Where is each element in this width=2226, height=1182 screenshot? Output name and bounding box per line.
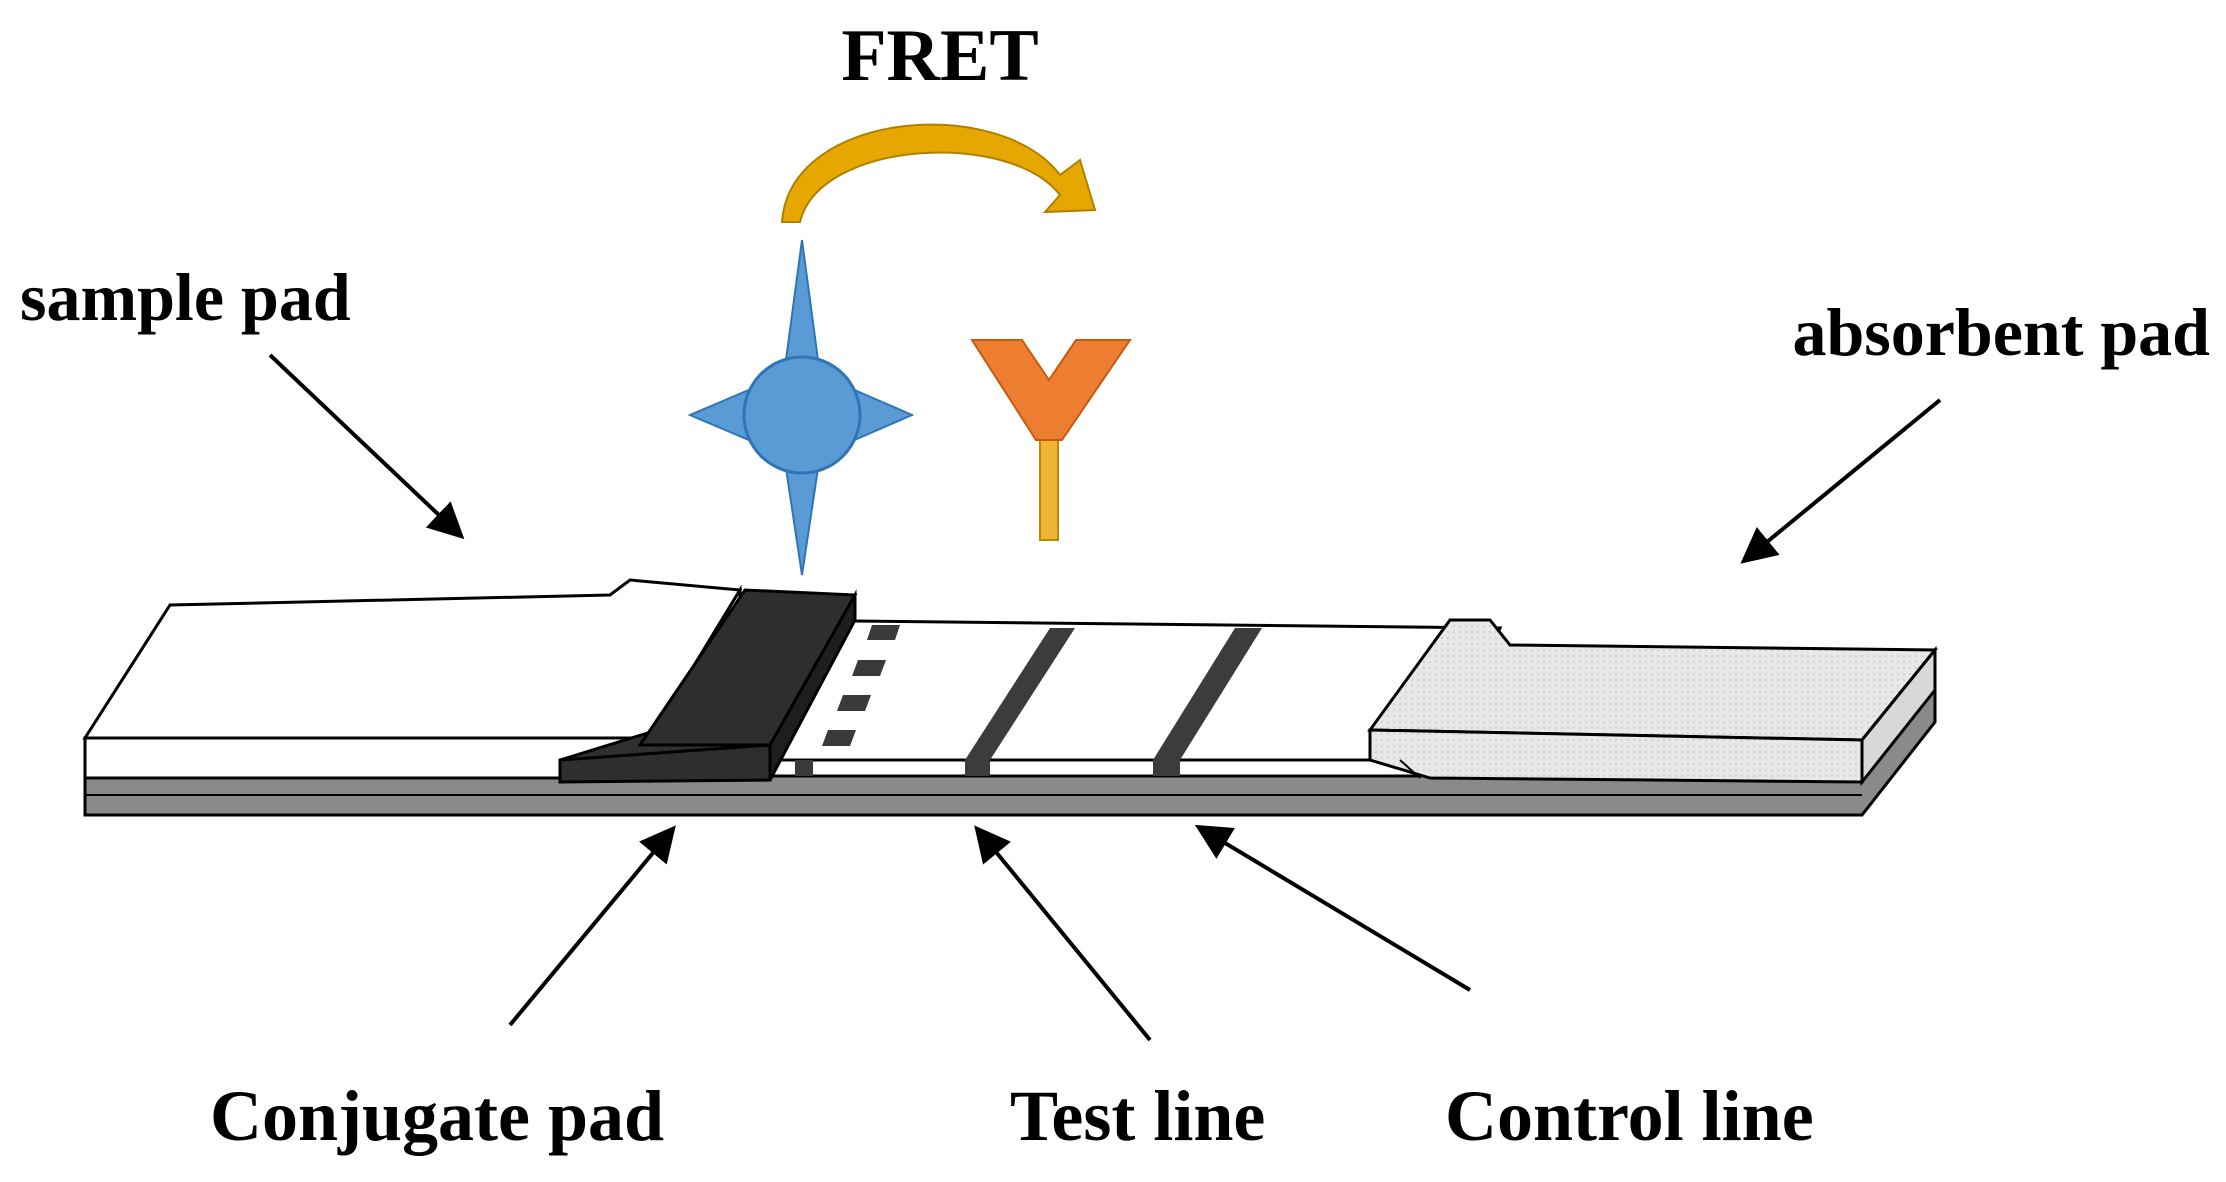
release-zone-dashes <box>795 625 900 776</box>
control-line-band <box>1153 628 1262 776</box>
pointer-arrows <box>268 353 1942 1042</box>
control-line-label: Control line <box>1445 1076 1814 1156</box>
test-line-arrow <box>974 825 1152 1042</box>
fret-title: FRET <box>841 15 1038 97</box>
antibody-y-icon <box>970 339 1132 541</box>
absorbent-pad-label: absorbent pad <box>1792 294 2210 370</box>
test-line-label: Test line <box>1010 1076 1265 1156</box>
control-line-arrow <box>1194 824 1472 992</box>
sample-pad-label: sample pad <box>20 259 351 335</box>
absorbent-pad <box>1367 618 1939 787</box>
absorbent-pad-arrow <box>1740 398 1942 564</box>
conjugate-pad-label: Conjugate pad <box>210 1076 664 1156</box>
star-particle-icon <box>687 239 915 576</box>
sample-pad-arrow <box>268 353 465 540</box>
conjugate-pad <box>558 588 858 784</box>
curved-arrow-icon <box>780 123 1097 223</box>
conjugate-pad-arrow <box>508 825 676 1027</box>
test-line-band <box>965 628 1075 776</box>
